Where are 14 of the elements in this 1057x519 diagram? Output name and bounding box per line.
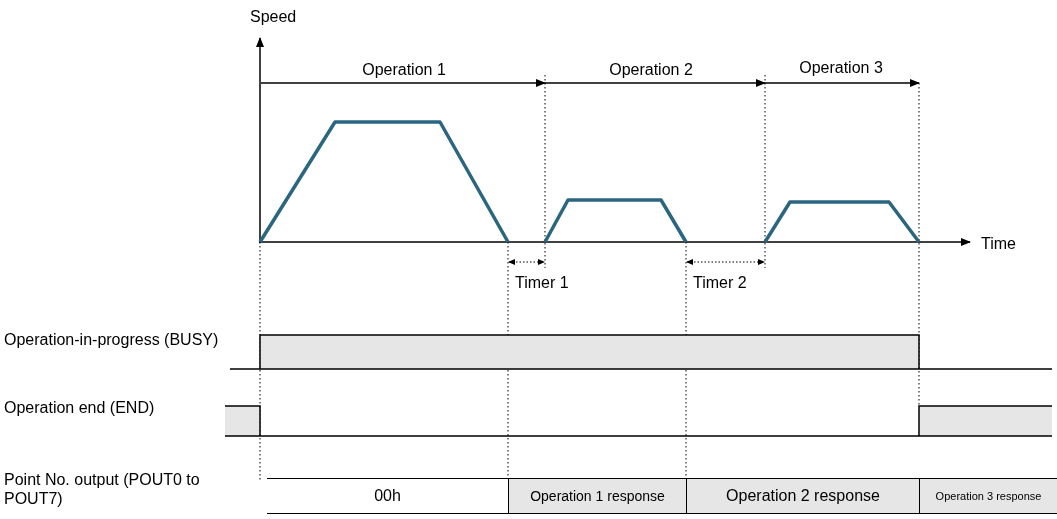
signal-name: Operation end (END) — [4, 398, 155, 417]
signal-name: Point No. output (POUT0 to POUT7) — [4, 470, 201, 508]
timer-label: Timer 2 — [693, 273, 747, 292]
timer-label: Timer 1 — [515, 273, 569, 292]
operation-label: Operation 2 — [609, 60, 693, 79]
output-value-segment: Operation 2 response — [686, 478, 919, 514]
signal-name: Operation-in-progress (BUSY) — [4, 330, 220, 349]
output-value-segment: 00h — [267, 478, 508, 514]
output-value-segment: Operation 3 response — [919, 478, 1057, 514]
output-value-segment: Operation 1 response — [508, 478, 686, 514]
axis-label: Time — [981, 234, 1016, 253]
operation-label: Operation 3 — [799, 58, 883, 77]
operation-label: Operation 1 — [362, 60, 446, 79]
axis-label: Speed — [250, 7, 297, 26]
